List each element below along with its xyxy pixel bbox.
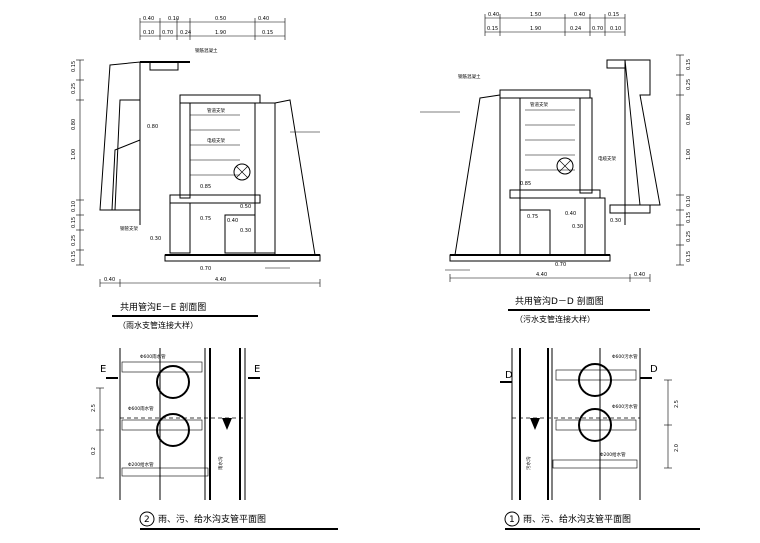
plan2-label-1: Φ600雨水管	[128, 405, 154, 412]
d-inner-3: 0.40	[565, 211, 576, 217]
plan2-label-3: 雨水沟	[217, 456, 224, 470]
d-dim-top2-0: 0.15	[487, 26, 498, 32]
d-dim-left-7: 0.15	[686, 251, 692, 262]
e-inner-6: 0.30	[240, 228, 251, 234]
e-note-0: 钢筋混凝土	[195, 47, 218, 54]
plan2-number-circle	[139, 511, 155, 527]
e-dim-top2-2: 0.24	[180, 30, 191, 36]
plan2-dim-1: 0.2	[91, 447, 97, 455]
e-inner-3: 0.30	[150, 236, 161, 242]
d-dim-top2-4: 0.10	[610, 26, 621, 32]
e-inner-4: 0.40	[227, 218, 238, 224]
section-e-drawing: 0.40 0.10 0.50 0.40 0.10 0.70 0.24 1.90 …	[71, 16, 321, 330]
e-dim-left-5: 0.15	[71, 217, 77, 228]
d-dim-bottom-0: 4.40	[536, 272, 547, 278]
e-dim-left-0: 0.15	[71, 61, 77, 72]
e-inner-0: 0.80	[147, 124, 158, 130]
d-dim-top-3: 0.15	[608, 12, 619, 18]
d-dim-left-3: 1.00	[686, 149, 692, 160]
d-note-0: 钢筋混凝土	[458, 73, 481, 80]
plan2-cut-label-1: E	[100, 364, 106, 375]
d-dim-left-0: 0.15	[686, 59, 692, 70]
e-note-2: 电缆支架	[207, 137, 225, 144]
e-dim-top2-4: 0.15	[262, 30, 273, 36]
d-subtitle: （污水支管连接大样）	[515, 314, 595, 324]
e-note-1: 管道支架	[207, 107, 225, 114]
e-dim-top-1: 0.10	[168, 16, 179, 22]
e-inner-2: 0.75	[200, 216, 211, 222]
e-dim-top2-3: 1.90	[215, 30, 226, 36]
d-dim-left-6: 0.25	[686, 231, 692, 242]
plan1-title: 雨、污、给水沟支管平面图	[523, 513, 631, 525]
d-inner-0: 0.85	[520, 181, 531, 187]
plan1-label-0: Φ600污水管	[612, 353, 638, 360]
e-dim-left-2: 0.80	[71, 119, 77, 130]
e-note-3: 钢管支架	[120, 225, 138, 232]
d-dim-left-2: 0.80	[686, 114, 692, 125]
e-subtitle: （雨水支管连接大样）	[118, 320, 198, 330]
e-dim-left-1: 0.25	[71, 83, 77, 94]
plan1-dim-0: 2.5	[674, 400, 680, 408]
plan1-cut-label-2: D	[650, 364, 658, 375]
e-inner-1: 0.85	[200, 184, 211, 190]
e-inner-7: 0.70	[200, 266, 211, 272]
d-note-2: 电缆支架	[598, 155, 616, 162]
d-dim-top2-3: 0.70	[592, 26, 603, 32]
plan2-label-0: Φ600雨水管	[140, 353, 166, 360]
e-dim-top-0: 0.40	[143, 16, 154, 22]
d-inner-4: 0.30	[572, 224, 583, 230]
e-dim-left-3: 1.00	[71, 149, 77, 160]
d-dim-top2-1: 1.90	[530, 26, 541, 32]
e-dim-left-6: 0.25	[71, 235, 77, 246]
e-dim-left-7: 0.15	[71, 251, 77, 262]
e-dim-left-4: 0.10	[71, 201, 77, 212]
plan2-dim-0: 2.5	[91, 404, 97, 412]
d-dim-top-1: 1.50	[530, 12, 541, 18]
d-dim-left-1: 0.25	[686, 79, 692, 90]
plan1-number-circle	[504, 511, 520, 527]
plan1-cut-label-1: D	[505, 370, 513, 381]
plan2-title: 雨、污、给水沟支管平面图	[158, 513, 266, 525]
e-dim-bottom-1: 4.40	[215, 277, 226, 283]
e-dim-top2-1: 0.70	[162, 30, 173, 36]
d-inner-1: 0.75	[527, 214, 538, 220]
plan2-label-2: Φ200给水管	[128, 461, 154, 468]
plan-2-drawing: E E 2.5 0.2 Φ600雨水管 Φ600雨水管 Φ200给水管 雨水沟 …	[91, 348, 338, 530]
e-dim-top2-0: 0.10	[143, 30, 154, 36]
e-title: 共用管沟E－E 剖面图	[120, 301, 206, 313]
d-dim-bottom-1: 0.40	[634, 272, 645, 278]
d-inner-5: 0.70	[555, 262, 566, 268]
plan1-dim-1: 2.0	[674, 444, 680, 452]
section-d-drawing: 0.40 1.50 0.40 0.15 0.15 1.90 0.24 0.70 …	[420, 12, 692, 324]
e-inner-5: 0.50	[240, 204, 251, 210]
d-dim-top-2: 0.40	[574, 12, 585, 18]
d-dim-top-0: 0.40	[488, 12, 499, 18]
d-note-1: 管道支架	[530, 101, 548, 108]
plan-1-drawing: D D 2.5 2.0 Φ600污水管 Φ600污水管 Φ200给水管 污水沟 …	[500, 348, 700, 530]
d-dim-top2-2: 0.24	[570, 26, 581, 32]
e-dim-bottom-0: 0.40	[104, 277, 115, 283]
d-title: 共用管沟D－D 剖面图	[515, 295, 604, 307]
e-dim-top-2: 0.50	[215, 16, 226, 22]
plan1-label-3: 污水沟	[525, 456, 532, 470]
plan2-number: 2	[144, 515, 150, 525]
plan1-label-1: Φ600污水管	[612, 403, 638, 410]
e-dim-top-3: 0.40	[258, 16, 269, 22]
d-dim-left-4: 0.10	[686, 196, 692, 207]
plan2-cut-label-2: E	[254, 364, 260, 375]
plan1-label-2: Φ200给水管	[600, 451, 626, 458]
d-inner-2: 0.30	[610, 218, 621, 224]
plan1-number: 1	[509, 515, 515, 525]
d-dim-left-5: 0.15	[686, 212, 692, 223]
